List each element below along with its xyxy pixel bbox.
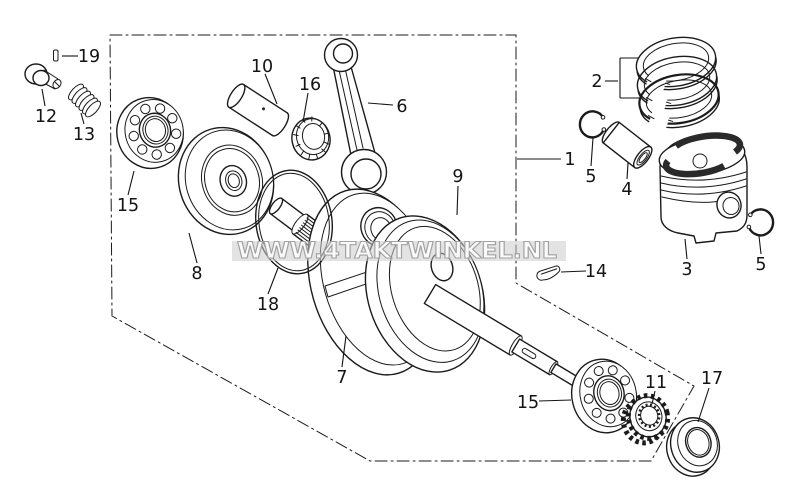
leader-line-6-6 xyxy=(367,102,394,106)
part-label-7-7: 7 xyxy=(336,368,347,388)
leader-line-11-11 xyxy=(651,390,656,405)
leader-line-15-15 xyxy=(127,170,135,196)
leader-line-8-8 xyxy=(188,232,198,264)
oil-ring xyxy=(638,73,720,130)
compression-ring-2 xyxy=(636,55,718,112)
part-label-4-3: 4 xyxy=(621,180,632,200)
part-label-1-0: 1 xyxy=(564,150,575,170)
part-label-11-11: 11 xyxy=(645,373,667,393)
leader-line-4-3 xyxy=(626,162,629,180)
bolt-part xyxy=(24,63,62,90)
leader-line-5-4 xyxy=(590,137,594,167)
part-label-6-6: 6 xyxy=(396,97,407,117)
connecting-rod-part xyxy=(323,37,388,196)
leader-line-13-13 xyxy=(80,112,85,125)
part-label-15-15: 15 xyxy=(117,196,139,216)
leader-line-16-17 xyxy=(302,92,309,123)
piston-ring-set-part xyxy=(635,36,720,130)
leader-line-3-2 xyxy=(684,238,688,260)
assembly-boundary-outline xyxy=(109,34,695,462)
bearing-balls xyxy=(128,103,182,160)
circlip-right-part xyxy=(746,208,775,237)
leader-line-18-19 xyxy=(267,267,279,295)
ring-set-bracket xyxy=(619,57,641,99)
piston-pin-part xyxy=(601,121,653,169)
crank-web-disc-part xyxy=(177,126,275,236)
leader-line-9-9 xyxy=(456,185,459,216)
crank-pin-part xyxy=(226,83,290,137)
part-label-2-1: 2 xyxy=(591,72,602,92)
dowel-pin-part xyxy=(53,49,59,62)
watermark: WWW.4TAKTWINKEL.NL xyxy=(232,238,566,265)
leader-line-7-7 xyxy=(341,335,347,368)
watermark-band xyxy=(232,241,566,261)
part-label-13-13: 13 xyxy=(73,125,95,145)
part-label-14-14: 14 xyxy=(585,262,607,282)
ball-bearing-upper-part xyxy=(116,96,184,170)
part-label-8-8: 8 xyxy=(191,264,202,284)
leader-line-14-14 xyxy=(560,270,587,273)
leader-line-12-12 xyxy=(41,88,46,107)
part-label-15-16: 15 xyxy=(517,393,539,413)
leader-line-17-18 xyxy=(697,387,710,423)
part-label-5-5: 5 xyxy=(755,255,766,275)
crankshaft-shaft-part xyxy=(423,283,580,387)
needle-bearing-part xyxy=(291,116,331,161)
part-label-12-12: 12 xyxy=(35,107,57,127)
spring-part xyxy=(68,83,101,118)
circlip-left-part xyxy=(578,110,607,139)
part-label-3-2: 3 xyxy=(681,260,692,280)
part-label-19-20: 19 xyxy=(78,47,100,67)
woodruff-key-part xyxy=(536,265,561,281)
leader-line-15-16 xyxy=(538,399,572,402)
timing-sprocket-part xyxy=(620,393,671,446)
o-ring-part xyxy=(254,169,334,275)
leader-line-10-10 xyxy=(264,73,278,105)
part-label-5-4: 5 xyxy=(585,167,596,187)
part-label-9-9: 9 xyxy=(452,167,463,187)
oil-seal-part xyxy=(665,417,721,477)
ball-bearing-lower-part xyxy=(570,358,638,434)
part-label-18-19: 18 xyxy=(257,295,279,315)
leader-line-5-5 xyxy=(758,235,762,255)
watermark-text: WWW.4TAKTWINKEL.NL xyxy=(237,239,557,264)
part-label-10-10: 10 xyxy=(251,57,273,77)
part-label-17-18: 17 xyxy=(701,369,723,389)
piston-part xyxy=(658,132,748,244)
part-label-16-17: 16 xyxy=(299,75,321,95)
